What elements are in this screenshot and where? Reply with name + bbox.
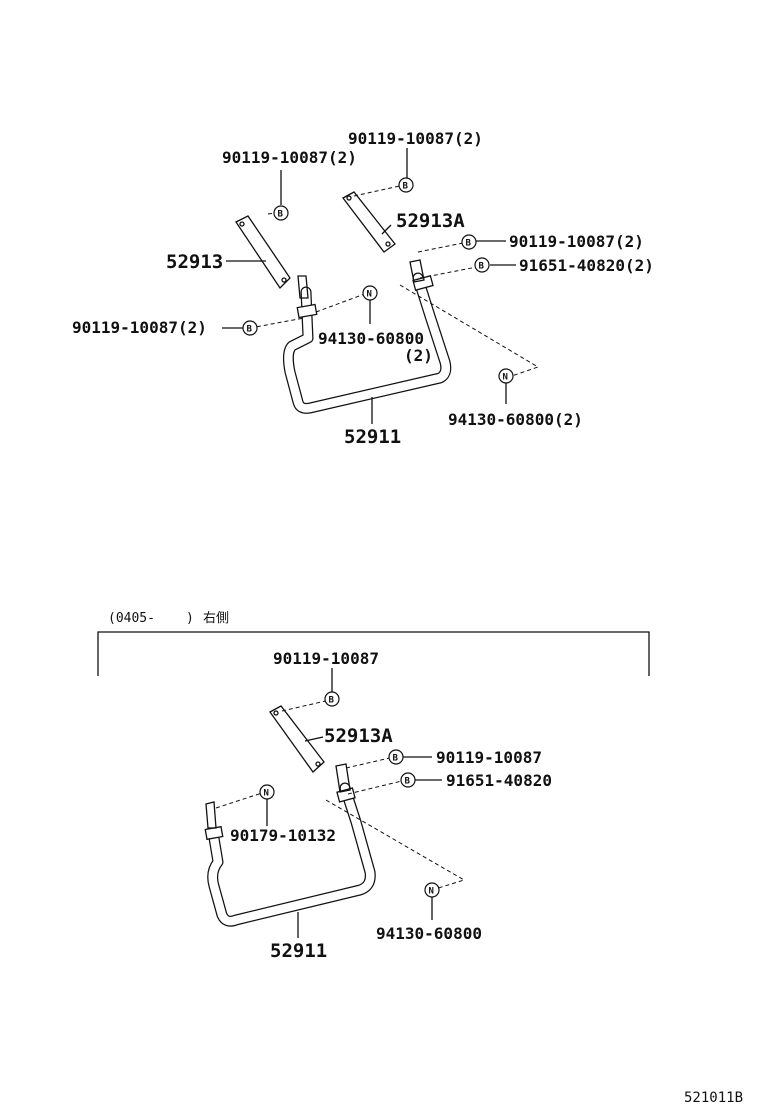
nut-symbol-icon: N [362,285,378,301]
label-90119-upper-right: 90119-10087(2) [348,129,483,148]
nut-symbol-text: N [503,373,508,383]
nut-symbol-text: N [264,789,269,799]
bracket-52913A [269,705,325,773]
bracket-52913 [235,215,291,290]
diagram-reference: 521011B [684,1090,743,1106]
label-94130-mid: 94130-60800 [318,329,424,348]
nut-symbol-icon: N [498,368,514,384]
bolt-symbol-icon: B [461,234,477,250]
bolt-symbol-icon: B [400,772,416,788]
label-90119-left: 90119-10087(2) [72,318,207,337]
nut-symbol-icon: N [259,784,275,800]
bolt-symbol-text: B [466,239,472,249]
bolt-symbol-icon: B [388,749,404,765]
bolt-symbol-icon: B [242,320,258,336]
nut-symbol-icon: N [424,882,440,898]
bolt-symbol-text: B [247,325,253,335]
label-52913A: 52913A [396,210,465,232]
pipe-52911 [207,782,376,927]
label-91651: 91651-40820 [446,771,552,790]
label-90119-right: 90119-10087 [436,748,542,767]
label-52913A: 52913A [324,725,393,747]
top-assembly: B B B B B N N 90119-10087(2) 90119-10087… [72,129,654,448]
bolt-symbol-text: B [405,777,411,787]
label-52911: 52911 [344,426,401,448]
bolt-symbol-icon: B [474,257,490,273]
bolt-symbol-text: B [393,754,399,764]
label-94130: 94130-60800 [376,924,482,943]
label-94130-right: 94130-60800(2) [448,410,583,429]
label-52913: 52913 [166,251,223,273]
label-91651: 91651-40820(2) [519,256,654,275]
label-52911: 52911 [270,940,327,962]
label-90119-right: 90119-10087(2) [509,232,644,251]
nut-symbol-text: N [367,290,372,300]
label-90179: 90179-10132 [230,826,336,845]
label-94130-mid-qty: (2) [404,346,433,365]
bolt-symbol-icon: B [273,205,289,221]
bottom-assembly: (0405- ) 右側 B [97,611,650,962]
bracket-52913A [342,191,396,253]
nut-symbol-text: N [429,887,434,897]
label-90119-upper-left: 90119-10087(2) [222,148,357,167]
bolt-symbol-text: B [403,182,409,192]
bolt-symbol-icon: B [398,177,414,193]
bolt-symbol-text: B [278,210,284,220]
header-side: 右側 [203,611,229,626]
bolt-symbol-icon: B [324,691,340,707]
header-code: (0405- [108,611,155,626]
bolt-symbol-text: B [329,696,335,706]
header-close: ) [186,611,194,626]
bolt-symbol-text: B [479,262,485,272]
label-90119-top: 90119-10087 [273,649,379,668]
